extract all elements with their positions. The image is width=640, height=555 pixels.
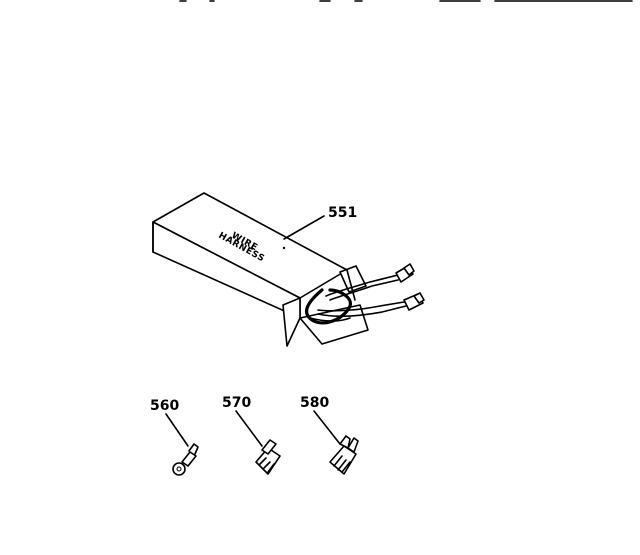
callout-line-551 [283,215,325,240]
wire-connector-upper [395,263,415,283]
callout-551: 551 [328,205,357,221]
callout-570: 570 [222,395,251,411]
callout-580: 580 [300,395,329,411]
callout-560: 560 [150,398,179,414]
ring-terminal-part [172,443,199,476]
harness-wires [305,274,407,325]
callout-line-580 [313,410,341,445]
callout-line-560 [165,413,189,447]
wire-harness-box [152,192,369,347]
callout-line-570 [235,410,263,447]
quick-connect-terminal-part [329,435,359,475]
wire-connector-lower [403,292,425,311]
flag-terminal-part [255,439,281,475]
